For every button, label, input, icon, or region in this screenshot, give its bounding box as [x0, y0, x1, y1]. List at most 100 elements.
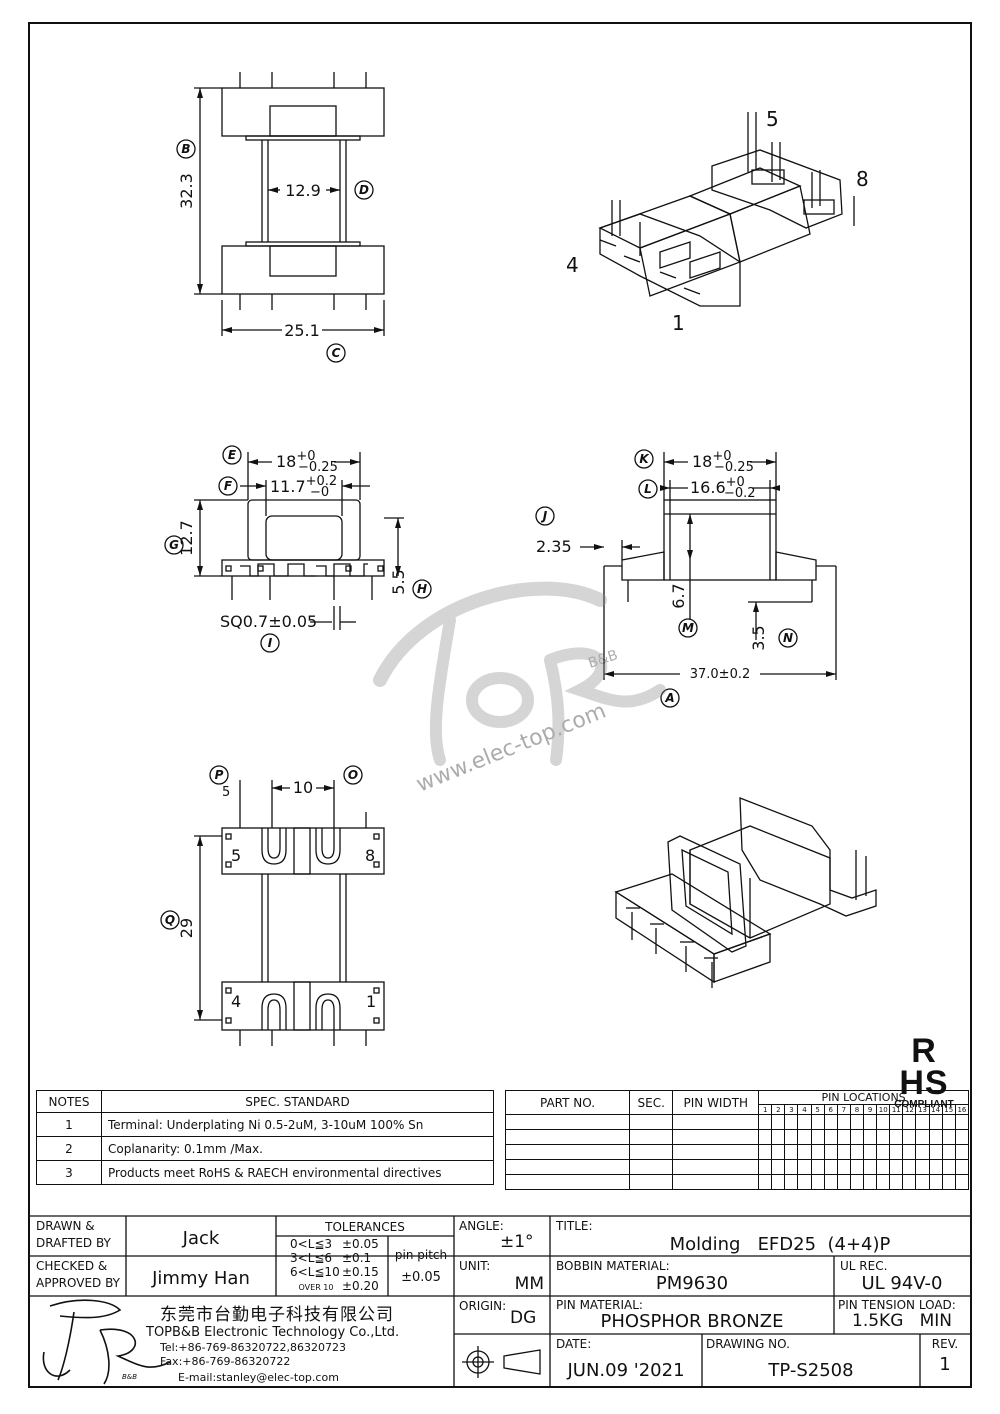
table-cell	[876, 1114, 891, 1130]
table-row	[504, 1159, 970, 1175]
pin-location-header: 14	[928, 1104, 943, 1115]
iso-pin-5: 5	[766, 107, 779, 131]
pin-location-header: 13	[915, 1104, 930, 1115]
table-cell	[771, 1159, 786, 1175]
pin-location-header: 10	[876, 1104, 891, 1115]
table-cell	[836, 1129, 851, 1145]
iso-view-bottom	[614, 797, 877, 988]
note-text: Coplanarity: 0.1mm /Max.	[101, 1136, 494, 1161]
table-cell	[810, 1144, 825, 1160]
table-cell	[863, 1144, 878, 1160]
table-cell	[954, 1114, 970, 1130]
table-cell	[836, 1159, 851, 1175]
table-cell	[941, 1144, 956, 1160]
note-number: 1	[36, 1112, 102, 1137]
table-cell	[941, 1159, 956, 1175]
marker-c-top: C	[332, 346, 341, 360]
table-cell	[784, 1144, 799, 1160]
table-cell	[928, 1129, 943, 1145]
front-height-dim: 12.7	[177, 520, 196, 556]
marker-f: F	[224, 479, 233, 493]
table-cell	[928, 1174, 943, 1190]
table-cell	[954, 1159, 970, 1175]
top-width-dim: 25.1	[284, 321, 320, 340]
marker-j: J	[541, 509, 548, 523]
marker-o: O	[348, 768, 358, 782]
front-inner-tol: −0	[310, 485, 329, 500]
pin-location-header: 12	[902, 1104, 917, 1115]
marker-i: I	[268, 636, 273, 650]
marker-g: G	[169, 538, 179, 552]
marker-a: A	[664, 691, 674, 705]
side-width-tol: −0.25	[714, 460, 754, 475]
table-row	[504, 1129, 970, 1145]
table-cell	[849, 1174, 865, 1190]
watermark-logo: B&B www.elec-top.com	[373, 581, 666, 798]
parts-header-partno: PART NO.	[504, 1090, 631, 1115]
table-cell	[863, 1114, 878, 1130]
marker-n: N	[783, 631, 793, 645]
side-overall-dim: 37.0±0.2	[690, 667, 751, 682]
table-cell	[771, 1144, 786, 1160]
pin-location-header: 7	[836, 1104, 851, 1115]
side-pinlen-dim: 3.5	[749, 625, 768, 650]
table-cell	[823, 1144, 838, 1160]
table-cell	[784, 1159, 799, 1175]
table-cell	[672, 1174, 760, 1190]
pin-location-header: 8	[849, 1104, 865, 1115]
front-pin-dim: SQ0.7±0.05	[220, 612, 317, 631]
note-number: 3	[36, 1160, 102, 1185]
table-cell	[915, 1159, 930, 1175]
marker-b: B	[181, 142, 190, 156]
table-cell	[784, 1174, 799, 1190]
pin-location-header: 2	[771, 1104, 786, 1115]
table-cell	[672, 1159, 760, 1175]
marker-q: Q	[165, 913, 175, 927]
table-cell	[810, 1129, 825, 1145]
bottom-pin-1: 1	[366, 992, 376, 1011]
table-cell	[954, 1174, 970, 1190]
table-cell	[941, 1129, 956, 1145]
table-cell	[876, 1159, 891, 1175]
iso-pin-4: 4	[566, 253, 579, 277]
table-cell	[876, 1129, 891, 1145]
table-cell	[758, 1129, 773, 1145]
marker-k: K	[639, 452, 650, 466]
bottom-pitch-dim: 10	[293, 778, 313, 797]
table-cell	[771, 1129, 786, 1145]
marker-d: D	[359, 183, 369, 197]
bottom-pin-4: 4	[231, 992, 241, 1011]
top-height-dim: 32.3	[177, 173, 196, 209]
table-cell	[758, 1144, 773, 1160]
table-cell	[902, 1114, 917, 1130]
drawing-views: 32.3 12.9 25.1 B D C 5 8 4 1 18+0 −0.25 …	[160, 72, 877, 1046]
marker-m: M	[682, 621, 694, 635]
pin-location-header: 3	[784, 1104, 799, 1115]
table-cell	[629, 1129, 674, 1145]
parts-header-pinwidth: PIN WIDTH	[672, 1090, 760, 1115]
note-number: 2	[36, 1136, 102, 1161]
pin-location-header: 1	[758, 1104, 773, 1115]
table-cell	[928, 1144, 943, 1160]
table-cell	[863, 1159, 878, 1175]
table-cell	[504, 1144, 631, 1160]
bottom-pin-5: 5	[231, 846, 241, 865]
table-cell	[810, 1159, 825, 1175]
side-core-dim: 6.7	[669, 583, 688, 608]
front-width-tol: −0.25	[298, 460, 338, 475]
table-cell	[876, 1144, 891, 1160]
table-cell	[876, 1174, 891, 1190]
table-cell	[823, 1129, 838, 1145]
side-inner-dim: 16.6+0	[690, 475, 745, 497]
pin-location-header: 6	[823, 1104, 838, 1115]
table-cell	[797, 1144, 812, 1160]
table-cell	[504, 1159, 631, 1175]
table-cell	[629, 1174, 674, 1190]
marker-e: E	[228, 448, 237, 462]
parts-header-sec: SEC.	[629, 1090, 674, 1115]
front-base-dim: 5.5	[389, 569, 408, 594]
table-cell	[797, 1159, 812, 1175]
table-cell	[941, 1114, 956, 1130]
top-window-dim: 12.9	[285, 181, 321, 200]
top-view	[176, 72, 385, 363]
